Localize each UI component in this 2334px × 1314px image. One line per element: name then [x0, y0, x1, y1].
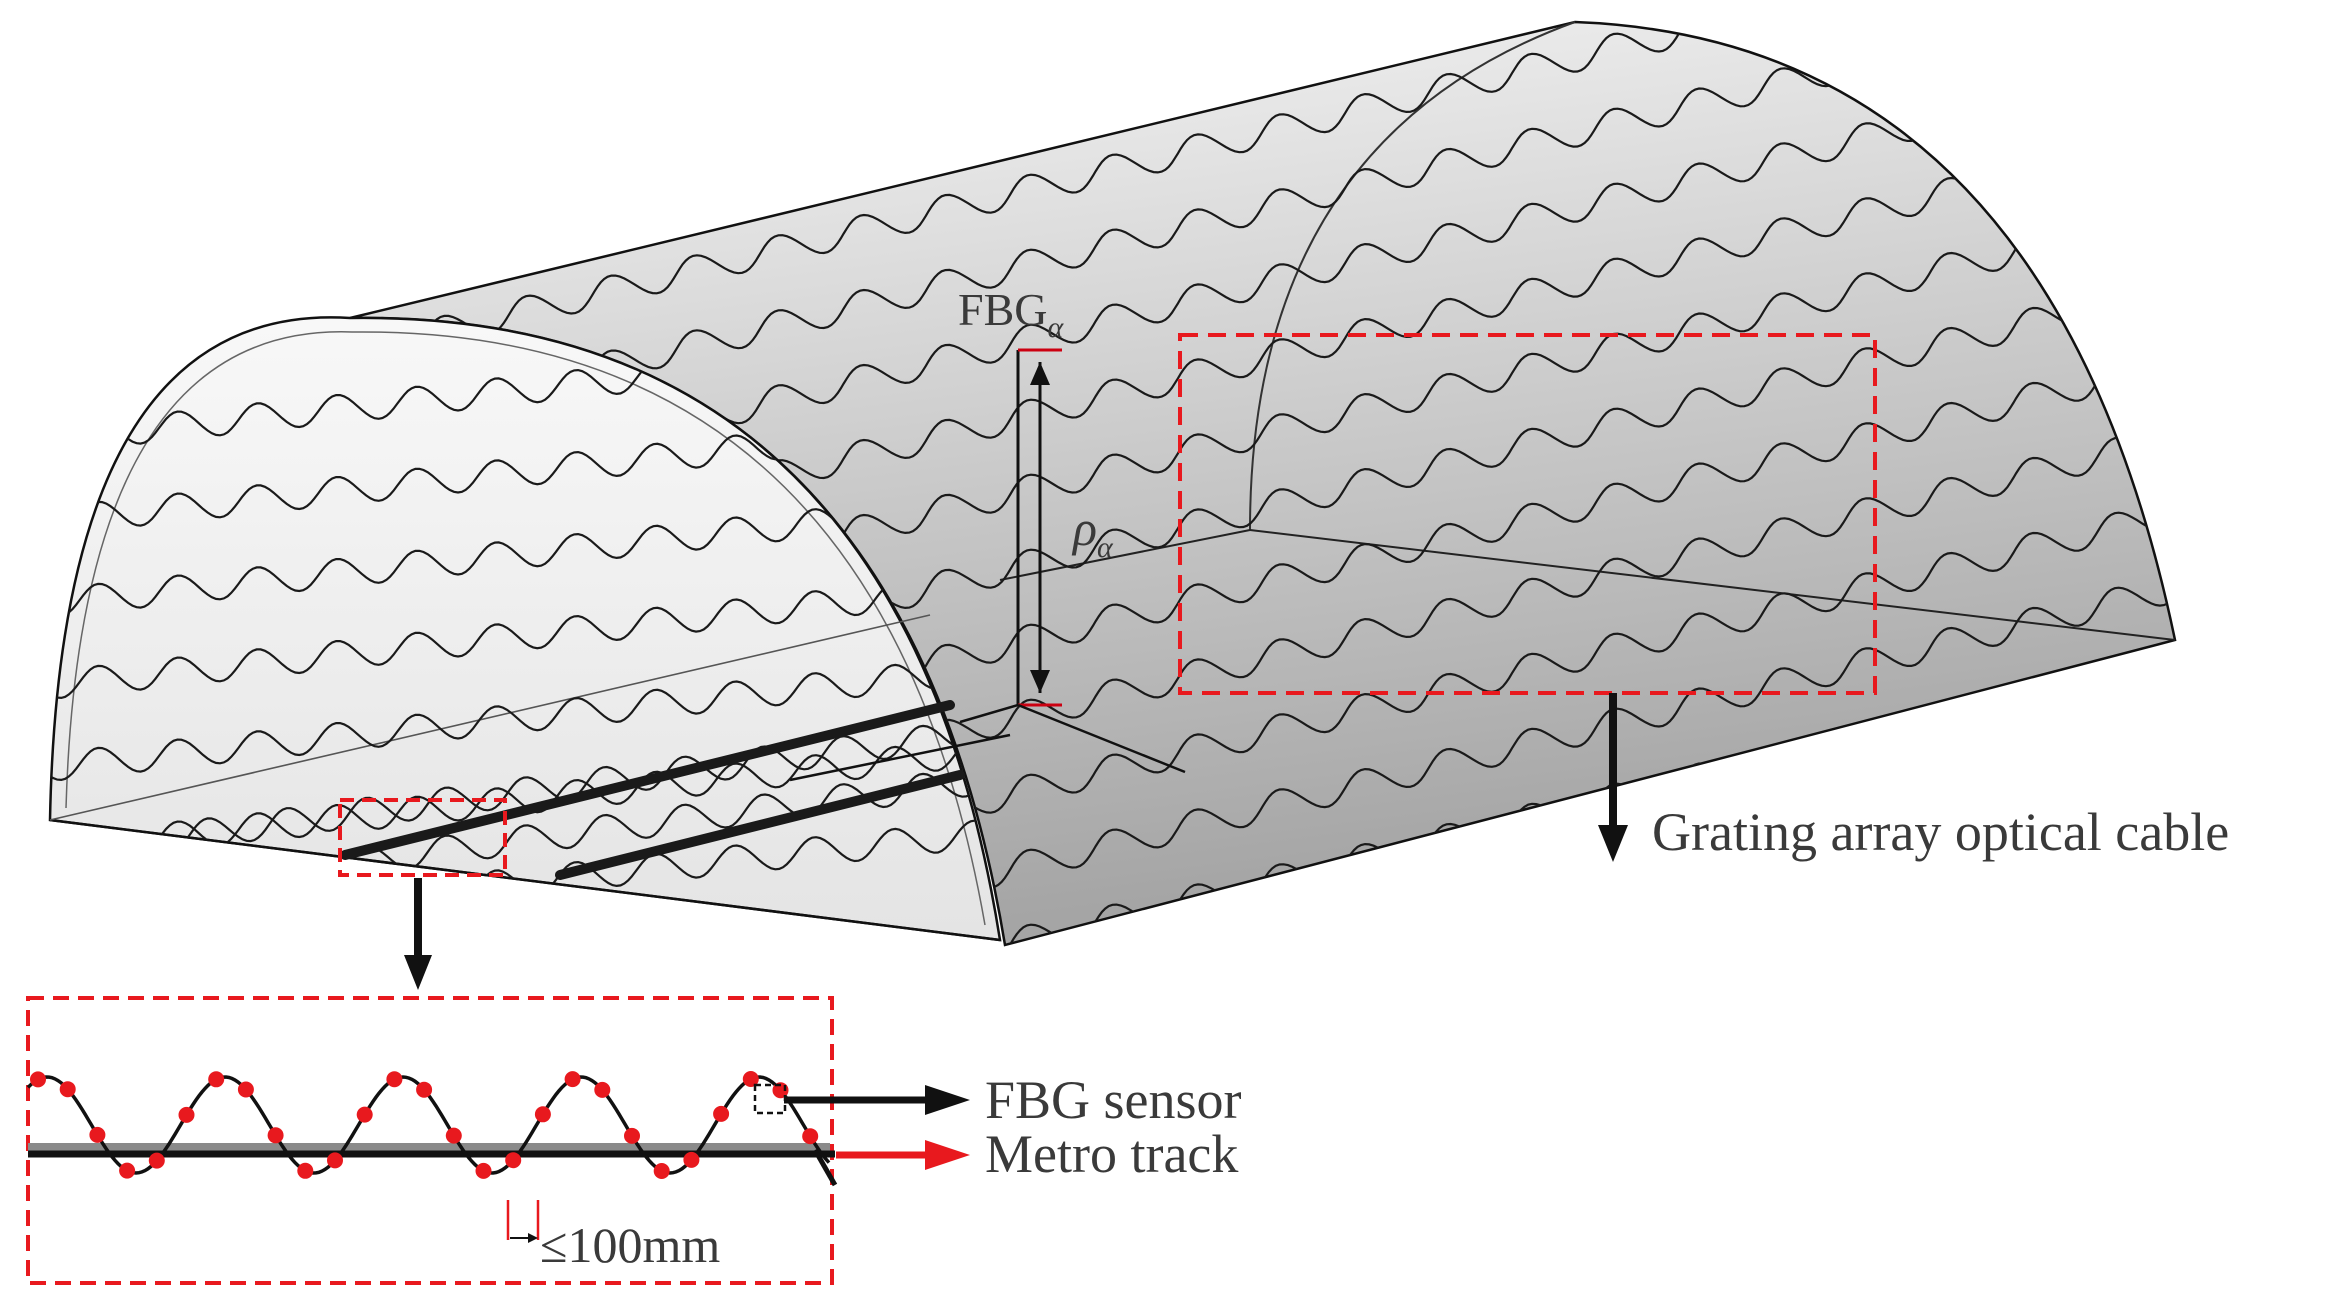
spacing-label: ≤100mm — [540, 1217, 720, 1273]
shell-cable-line — [350, 22, 2175, 375]
end-cable-line — [50, 573, 1000, 700]
end-cable-line — [50, 655, 1000, 782]
fbg-alpha-marker — [959, 348, 1186, 774]
arrow-down-icon — [404, 955, 432, 990]
fbg-sensor-dot — [742, 1071, 759, 1087]
fbg-sensor-dots — [30, 1071, 819, 1179]
detail-inset: ≤100mm — [26, 996, 838, 1285]
fbg-sensor-dot — [119, 1162, 136, 1179]
fbg-alpha-label: FBGα — [958, 284, 1064, 344]
fbg-sensor-dot — [475, 1162, 492, 1179]
fbg-sensor-dot — [713, 1105, 730, 1122]
fbg-sensor-dot — [59, 1081, 76, 1098]
fbg-sensor-dot — [445, 1127, 462, 1144]
fbg-sensor-dot — [534, 1106, 551, 1123]
fbg-sensor-dot — [356, 1106, 373, 1123]
grating-cable-label: Grating array optical cable — [1652, 802, 2229, 862]
fbg-sensor-dot — [683, 1151, 700, 1168]
fbg-sensor-dot — [267, 1127, 284, 1144]
fbg-sensor-dot — [594, 1081, 611, 1098]
fbg-sensor-dot — [237, 1081, 254, 1098]
shell-highlight-box — [1178, 333, 1877, 695]
fbg-sensor-dot — [416, 1081, 433, 1098]
arrow-right-icon — [925, 1085, 970, 1115]
fbg-sensor-dot — [30, 1071, 46, 1088]
shell-cable-line — [350, 566, 2175, 945]
fbg-sensor-dot — [564, 1071, 581, 1088]
fbg-sensor-dot — [653, 1163, 670, 1179]
fbg-sensor-dot — [89, 1126, 106, 1143]
fbg-sensor-dot — [624, 1127, 640, 1144]
arrow-right-icon — [925, 1140, 970, 1170]
metro-track-label: Metro track — [985, 1124, 1238, 1184]
tunnel-end-face — [48, 316, 1002, 942]
fbg-sensor-dot — [802, 1128, 819, 1145]
fbg-sensor-dot — [297, 1162, 314, 1179]
fbg-sensor-label: FBG sensor — [985, 1070, 1242, 1130]
fbg-sensor-dot — [178, 1106, 195, 1123]
rho-alpha-label: ρα — [1071, 500, 1114, 564]
fbg-sensor-dot — [148, 1152, 165, 1169]
end-cable-line — [50, 737, 1000, 864]
arrow-down-icon — [1598, 825, 1628, 862]
fbg-sensor-dot — [327, 1152, 343, 1169]
fbg-sensor-dot — [386, 1071, 403, 1088]
metro-rails — [340, 700, 1011, 880]
fbg-sensor-dot — [505, 1152, 522, 1169]
fbg-sensor-dot — [208, 1071, 225, 1088]
rail-highlight-box — [338, 798, 507, 877]
